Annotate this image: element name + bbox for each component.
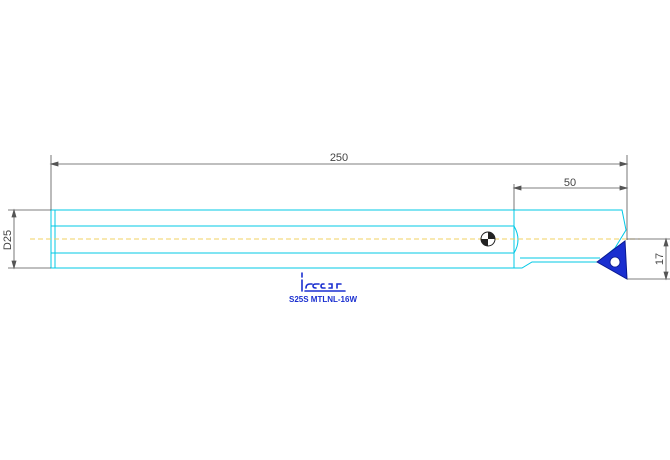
- dimension-head-length: [512, 184, 629, 210]
- neck-curve: [513, 225, 519, 254]
- offset-label: 17: [654, 253, 666, 265]
- part-number: S25S MTLNL-16W: [289, 295, 357, 304]
- head-length-label: 50: [564, 177, 576, 189]
- triangular-insert-icon: [596, 240, 628, 280]
- boring-bar-body: [50, 209, 627, 269]
- shank-diameter-label: D25: [2, 230, 14, 250]
- dimension-offset: [627, 237, 670, 281]
- coolant-marker-icon: [480, 231, 496, 247]
- overall-length-label: 250: [330, 152, 348, 164]
- iscar-logo: [301, 272, 346, 292]
- dimension-overall-length: [49, 155, 629, 240]
- dimension-shank-diameter: [8, 208, 51, 270]
